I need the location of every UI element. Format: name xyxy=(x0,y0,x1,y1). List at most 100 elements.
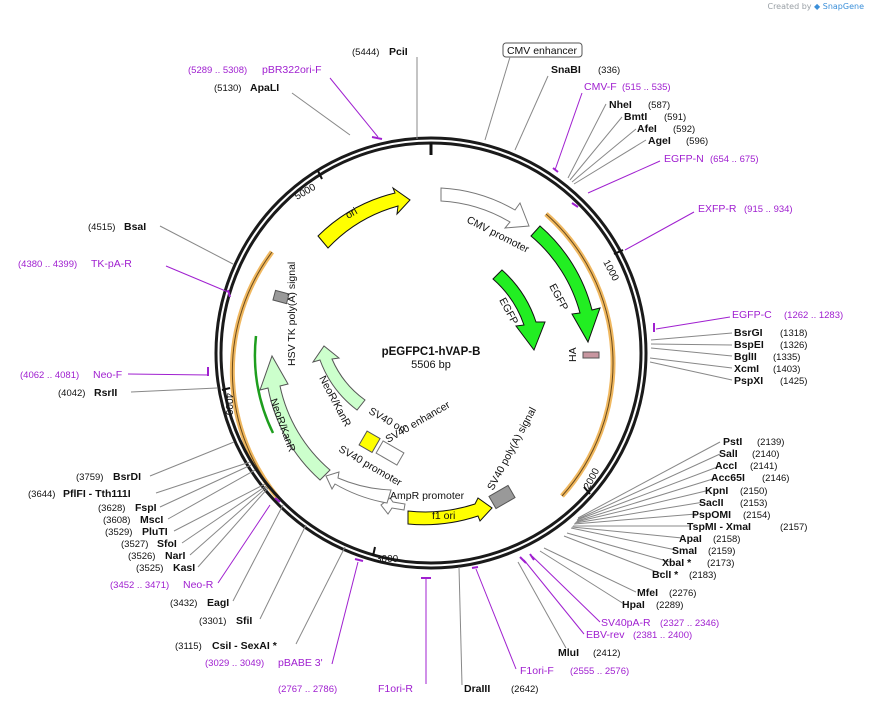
enzyme-name-bmti: BmtI xyxy=(624,111,647,123)
feature-cmv-promoter xyxy=(440,187,530,229)
plasmid-name: pEGFPC1-hVAP-B xyxy=(382,346,481,358)
enzyme-name-csii: CsiI - SexAI * xyxy=(212,640,278,652)
leader-smai xyxy=(570,527,677,551)
enzyme-name-apai: ApaI xyxy=(679,533,702,545)
enzyme-pos-sfoi: (3527) xyxy=(121,539,148,550)
primer-name-cmv-f: CMV-F xyxy=(584,81,617,93)
leader-snabi xyxy=(514,75,549,151)
enzyme-pos-agei: (596) xyxy=(686,136,708,147)
enzyme-pos-sali: (2140) xyxy=(752,449,779,460)
primer-range-sv40pa-r: (2327 .. 2346) xyxy=(660,618,719,629)
feature-hsv-tk-polya xyxy=(272,289,290,305)
feature-egfp-outer xyxy=(530,225,601,344)
enzyme-pos-apai: (2158) xyxy=(713,534,740,545)
leader-xcmi xyxy=(649,357,733,369)
leader-pspxi xyxy=(649,361,733,381)
enzyme-pos-sfii: (3301) xyxy=(199,616,226,627)
leader-draiii xyxy=(458,566,463,686)
primer-range-f1ori-r: (2767 .. 2786) xyxy=(278,684,337,695)
primer-leader-pbabe3 xyxy=(331,561,359,665)
enzyme-name-kpni: KpnI xyxy=(705,485,728,497)
leader-bmti xyxy=(569,116,623,181)
enzyme-name-rsrii: RsrII xyxy=(94,387,117,399)
enzyme-pos-tspmi-xmai: (2157) xyxy=(780,522,807,533)
primer-name-exfp-r: EXFP-R xyxy=(698,203,737,215)
cmv-enhancer-leader xyxy=(484,56,511,141)
enzyme-pos-snabi: (336) xyxy=(598,65,620,76)
label-sv40-polya: SV40 poly(A) signal xyxy=(485,405,539,492)
primer-leader-egfp-c xyxy=(655,316,731,330)
leader-msci xyxy=(167,469,256,520)
leader-sfoi xyxy=(181,485,267,544)
feature-sv40-ori xyxy=(358,430,381,454)
feature-neor-outer xyxy=(259,354,331,481)
snapgene-logo-icon: ◆ xyxy=(814,2,821,11)
primer-range-pbr322ori-f: (5289 .. 5308) xyxy=(188,65,247,76)
enzyme-name-sfii: SfiI xyxy=(236,615,252,627)
cmv-enhancer-box xyxy=(502,42,583,58)
primer-range-ebv-rev: (2381 .. 2400) xyxy=(633,630,692,641)
enzyme-name-xcmi: XcmI xyxy=(734,363,759,375)
primer-name-pbabe3: pBABE 3' xyxy=(278,657,323,669)
enzyme-name-nhei: NheI xyxy=(609,99,632,111)
enzyme-pos-xbai: (2173) xyxy=(707,558,734,569)
primer-range-exfp-r: (915 .. 934) xyxy=(744,204,793,215)
primer-name-tk-pa-r: TK-pA-R xyxy=(91,258,132,270)
leader-kpni xyxy=(575,489,711,523)
primer-label-group: (5289 .. 5308) pBR322ori-F CMV-F (515 ..… xyxy=(18,64,843,695)
plasmid-size: 5506 bp xyxy=(411,359,451,371)
tick-label-4000: 4000 xyxy=(223,393,234,416)
enzyme-name-bglii: BglII xyxy=(734,351,757,363)
enzyme-name-xbai: XbaI * xyxy=(662,557,692,569)
tick-3000 xyxy=(372,546,376,557)
primer-name-ebv-rev: EBV-rev xyxy=(586,629,625,641)
enzyme-name-acc65i: Acc65I xyxy=(711,472,745,484)
primer-mark-neo-r xyxy=(274,497,281,503)
leader-psti xyxy=(577,441,721,519)
enzyme-pos-msci: (3608) xyxy=(103,515,130,526)
enzyme-name-draiii: DraIII xyxy=(464,683,490,695)
enzyme-name-mfei: MfeI xyxy=(637,587,658,599)
leader-csii xyxy=(295,546,346,645)
primer-mark-tk-pa-r xyxy=(227,289,231,298)
label-f1-ori: f1 ori xyxy=(432,510,455,522)
label-ha: HA xyxy=(567,347,579,362)
enzyme-name-kasi: KasI xyxy=(173,562,195,574)
enzyme-pos-hpai: (2289) xyxy=(656,600,683,611)
tick-2000 xyxy=(583,486,591,495)
leader-nari xyxy=(189,486,268,556)
enzyme-name-agei: AgeI xyxy=(648,135,671,147)
feature-sv40-polya xyxy=(488,484,516,510)
leader-xbai xyxy=(566,532,671,563)
leader-apai xyxy=(571,526,683,539)
primer-mark-cmv-f xyxy=(552,167,559,173)
enzyme-pos-xcmi: (1403) xyxy=(773,364,800,375)
feature-ori xyxy=(317,186,411,249)
enzyme-pos-kpni: (2150) xyxy=(740,486,767,497)
primer-range-pbabe3: (3029 .. 3049) xyxy=(205,658,264,669)
leader-rsrii xyxy=(130,387,218,393)
leader-sfii xyxy=(259,524,307,620)
leader-bsai xyxy=(159,225,234,265)
enzyme-pos-kasi: (3525) xyxy=(136,563,163,574)
feature-sv40-promoter xyxy=(325,471,392,504)
enzyme-name-pcii: PciI xyxy=(389,46,408,58)
enzyme-pos-acci: (2141) xyxy=(750,461,777,472)
leader-bspei xyxy=(650,343,733,346)
leader-fspi xyxy=(159,464,252,508)
enzyme-pos-mlui: (2412) xyxy=(593,648,620,659)
label-ampr-promoter: AmpR promoter xyxy=(390,490,465,502)
label-cmv-enhancer: CMV enhancer xyxy=(507,45,578,57)
enzyme-name-nari: NarI xyxy=(165,550,186,562)
primer-leader-f1ori-f xyxy=(475,568,517,670)
primer-leader-group xyxy=(127,77,731,684)
primer-mark-f1ori-f xyxy=(471,566,479,569)
primer-leader-tk-pa-r xyxy=(165,265,229,293)
label-hsv-tk-polya: HSV TK poly(A) signal xyxy=(286,262,298,366)
leader-eagi xyxy=(232,504,284,602)
primer-range-f1ori-f: (2555 .. 2576) xyxy=(570,666,629,677)
enzyme-pos-pflfi: (3644) xyxy=(28,489,55,500)
enzyme-name-eagi: EagI xyxy=(207,597,229,609)
enzyme-pos-nari: (3526) xyxy=(128,551,155,562)
tick-label-3000: 3000 xyxy=(376,554,399,565)
